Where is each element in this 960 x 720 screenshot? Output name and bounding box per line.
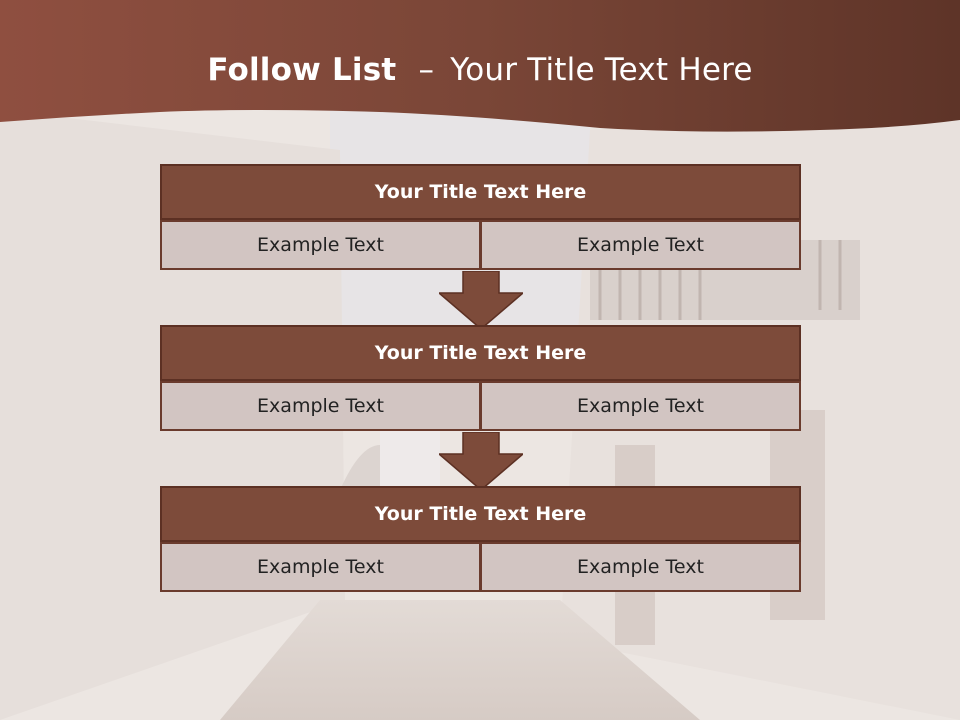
- slide-title-separator: –: [418, 52, 435, 88]
- slide-title-bold: Follow List: [207, 52, 397, 88]
- block-cell-right: Example Text: [481, 381, 801, 431]
- block-cell-right: Example Text: [481, 220, 801, 270]
- slide-title: Follow List – Your Title Text Here: [0, 52, 960, 88]
- block-title: Your Title Text Here: [160, 325, 801, 381]
- block-row: Example Text Example Text: [160, 220, 801, 270]
- down-arrow-icon: [439, 432, 523, 490]
- block-row: Example Text Example Text: [160, 542, 801, 592]
- block-cell-left: Example Text: [160, 381, 481, 431]
- block-row: Example Text Example Text: [160, 381, 801, 431]
- down-arrow-icon: [439, 271, 523, 329]
- block-title: Your Title Text Here: [160, 164, 801, 220]
- block-cell-left: Example Text: [160, 542, 481, 592]
- list-block: Your Title Text Here Example Text Exampl…: [160, 486, 801, 592]
- slide-title-rest: Your Title Text Here: [450, 52, 753, 88]
- block-title: Your Title Text Here: [160, 486, 801, 542]
- list-block: Your Title Text Here Example Text Exampl…: [160, 164, 801, 270]
- list-block: Your Title Text Here Example Text Exampl…: [160, 325, 801, 431]
- block-cell-left: Example Text: [160, 220, 481, 270]
- block-cell-right: Example Text: [481, 542, 801, 592]
